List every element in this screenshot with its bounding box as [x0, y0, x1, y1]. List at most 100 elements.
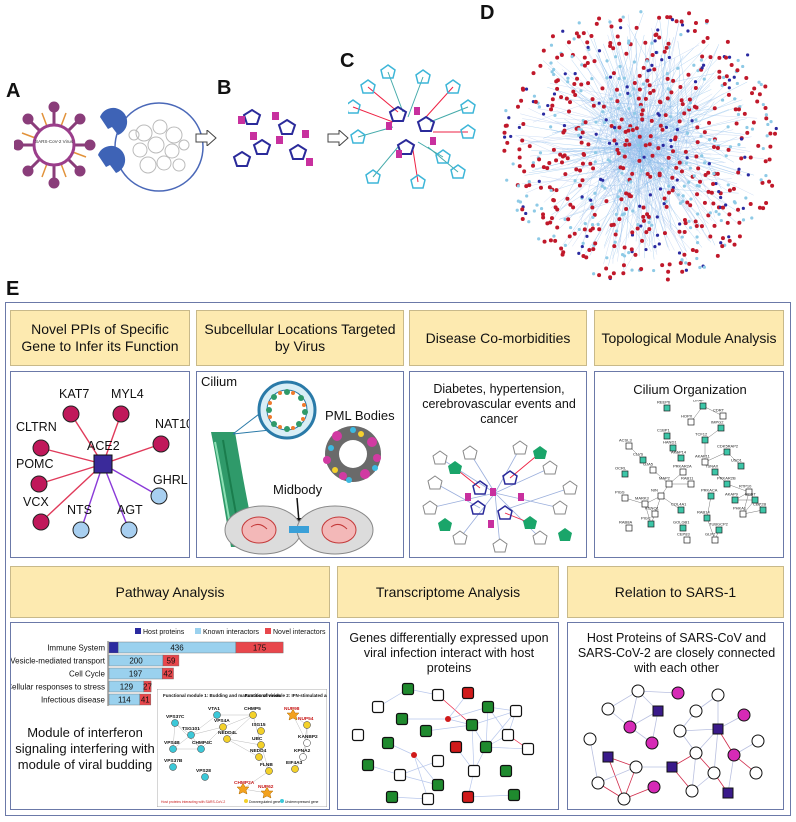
network-node: [680, 258, 684, 262]
network-node: [555, 86, 560, 91]
network-node: [622, 212, 627, 216]
network-node: [687, 219, 691, 223]
network-node: [650, 223, 654, 227]
network-node: [765, 134, 769, 138]
network-node: [502, 130, 507, 135]
network-node: [621, 15, 625, 19]
network-node: [666, 155, 671, 160]
network-node: [687, 105, 691, 110]
network-node: [759, 82, 763, 87]
sars1-node: [591, 776, 605, 790]
network-node: [678, 201, 683, 205]
inset-node-label: VTA1: [208, 706, 220, 712]
network-node: [641, 214, 646, 219]
inset-footer-label: Host proteins interacting with SARS-CoV-…: [161, 800, 225, 804]
pathway-row-label: Infectious disease: [41, 696, 106, 705]
network-node: [669, 144, 673, 149]
network-node: [591, 103, 596, 108]
network-node: [657, 113, 661, 117]
network-node: [602, 120, 607, 125]
network-node: [603, 186, 607, 190]
network-node: [643, 96, 648, 101]
header-comorbidities: Disease Co-morbidities: [409, 310, 587, 366]
network-node: [680, 23, 685, 27]
ppi-node: [150, 487, 168, 505]
topo-gene-label: GOLGB1: [673, 520, 690, 525]
network-node: [615, 229, 619, 233]
network-node: [696, 166, 701, 171]
network-node: [702, 200, 707, 205]
network-node: [725, 39, 730, 44]
network-node: [549, 216, 554, 221]
network-node: [655, 215, 659, 219]
network-node: [700, 66, 704, 70]
sars1-node: [602, 751, 614, 763]
network-node: [641, 218, 646, 223]
midbody-label: Midbody: [273, 482, 323, 497]
topo-node: [663, 404, 671, 412]
network-node: [708, 138, 712, 142]
network-node: [614, 87, 619, 92]
network-node: [520, 217, 525, 222]
network-node: [687, 180, 691, 184]
network-node: [634, 126, 639, 131]
network-node: [706, 189, 711, 194]
network-node: [703, 173, 708, 178]
network-node: [509, 134, 513, 139]
network-node: [590, 97, 595, 102]
network-node: [698, 179, 703, 184]
network-node: [592, 212, 597, 217]
pathway-row-label: Immune System: [47, 644, 105, 653]
network-node: [632, 87, 636, 91]
network-node: [656, 28, 660, 32]
network-node: [517, 164, 522, 169]
network-node: [575, 76, 580, 81]
sars1-node: [583, 732, 597, 746]
sars1-node: [707, 766, 721, 780]
sars1-node: [751, 734, 765, 748]
network-node: [639, 169, 643, 173]
network-node: [608, 275, 613, 280]
sars1-panel: Host Proteins of SARS-CoV and SARS-CoV-2…: [567, 622, 784, 810]
network-node: [714, 181, 718, 186]
topo-gene-label: PIGS: [615, 490, 625, 495]
network-node: [694, 154, 699, 159]
network-node: [665, 277, 670, 282]
network-node: [708, 234, 713, 239]
network-node: [593, 160, 597, 164]
network-node: [731, 186, 736, 191]
network-node: [679, 169, 684, 174]
network-node: [688, 101, 693, 105]
network-node: [532, 94, 537, 98]
network-node: [648, 193, 652, 197]
inset-node-label: NUP62: [258, 784, 274, 790]
network-node: [715, 171, 720, 176]
network-node: [658, 123, 663, 128]
network-node: [742, 111, 747, 116]
network-node: [657, 99, 662, 104]
inset-node: [255, 753, 263, 761]
network-node: [674, 19, 679, 24]
network-node: [566, 76, 570, 80]
topo-node: [687, 480, 695, 488]
network-node: [591, 247, 596, 252]
network-node: [569, 225, 573, 230]
network-node: [717, 69, 722, 74]
network-node: [645, 172, 650, 177]
network-node: [555, 55, 560, 60]
network-node: [609, 24, 614, 29]
network-node: [650, 63, 654, 67]
transcriptome-node: [361, 758, 375, 772]
network-node: [764, 113, 768, 117]
network-node: [539, 206, 544, 211]
transcriptome-node: [431, 754, 445, 768]
network-node: [611, 222, 616, 227]
network-node: [637, 87, 642, 92]
network-node: [644, 230, 649, 235]
network-node: [521, 121, 526, 126]
network-node: [617, 217, 622, 222]
inset-module2-label: Functional module 2: IFN-stimulated anti…: [245, 693, 327, 698]
topo-gene-label: REEP6: [657, 400, 671, 405]
network-node: [589, 33, 594, 38]
